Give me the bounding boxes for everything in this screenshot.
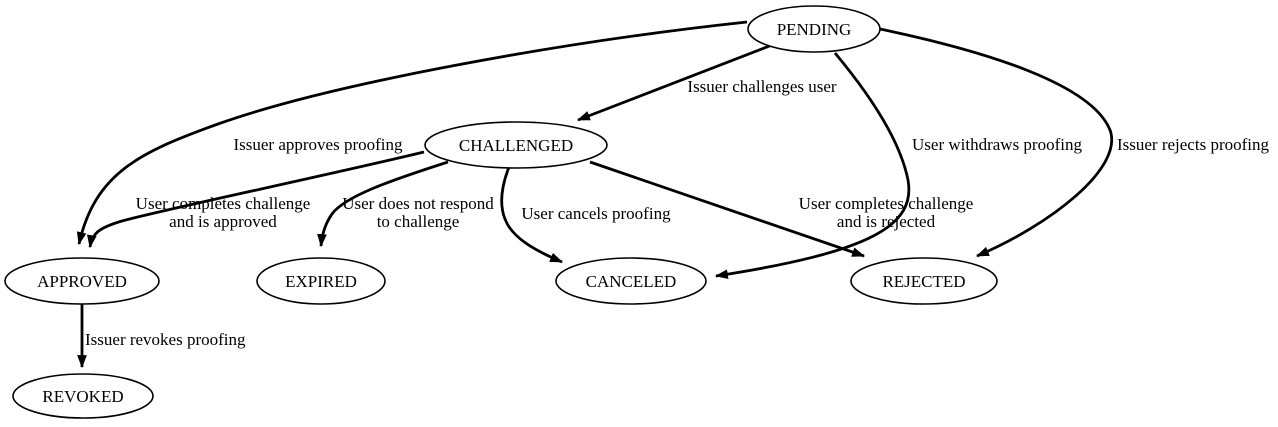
edge-label-user-cancels-proofing: User cancels proofing [521, 204, 671, 223]
edge-label-user-completes-challenge-rejected: User completes challenge and is rejected [799, 194, 974, 231]
edge-label-line: User does not respond [342, 194, 494, 213]
node-expired: EXPIRED [256, 257, 386, 305]
edge-label-line: and is rejected [837, 212, 936, 231]
edge-label-user-withdraws-proofing: User withdraws proofing [912, 135, 1082, 154]
node-revoked-label: REVOKED [42, 387, 123, 406]
node-approved: APPROVED [4, 257, 160, 305]
node-rejected-ellipse [850, 257, 998, 305]
node-canceled-ellipse [555, 257, 707, 305]
node-pending-label: PENDING [777, 20, 852, 39]
edge-label-line: User completes challenge [136, 194, 311, 213]
node-approved-ellipse [4, 257, 160, 305]
node-challenged-label: CHALLENGED [459, 136, 573, 155]
node-challenged-ellipse [424, 121, 608, 169]
node-rejected-label: REJECTED [882, 272, 965, 291]
edge-pending-approved [76, 20, 748, 246]
edge-label-line: to challenge [377, 212, 460, 231]
node-pending: PENDING [747, 5, 881, 53]
node-expired-label: EXPIRED [285, 272, 357, 291]
edge-challenged-rejected [589, 160, 866, 258]
node-challenged: CHALLENGED [424, 121, 608, 169]
edge-label-line: and is approved [169, 212, 277, 231]
node-rejected: REJECTED [850, 257, 998, 305]
node-expired-ellipse [256, 257, 386, 305]
edge-label-user-completes-challenge-approved: User completes challenge and is approved [136, 194, 311, 231]
edge-label-user-does-not-respond: User does not respond to challenge [342, 194, 494, 231]
edge-label-issuer-revokes-proofing: Issuer revokes proofing [85, 330, 246, 349]
edge-challenged-expired [317, 160, 449, 248]
edge-pending-challenged [576, 43, 773, 122]
node-canceled: CANCELED [555, 257, 707, 305]
node-revoked-ellipse [12, 373, 154, 419]
node-revoked: REVOKED [12, 373, 154, 419]
node-approved-label: APPROVED [37, 272, 127, 291]
node-pending-ellipse [747, 5, 881, 53]
edge-pending-rejected [879, 27, 1114, 258]
edge-pending-canceled [714, 52, 911, 280]
edge-label-issuer-challenges-user: Issuer challenges user [687, 77, 837, 96]
edge-label-issuer-approves-proofing: Issuer approves proofing [233, 135, 403, 154]
edge-label-issuer-rejects-proofing: Issuer rejects proofing [1117, 135, 1270, 154]
edge-challenged-approved [86, 150, 425, 249]
edge-challenged-canceled [500, 166, 563, 264]
node-canceled-label: CANCELED [586, 272, 677, 291]
edge-label-line: User completes challenge [799, 194, 974, 213]
